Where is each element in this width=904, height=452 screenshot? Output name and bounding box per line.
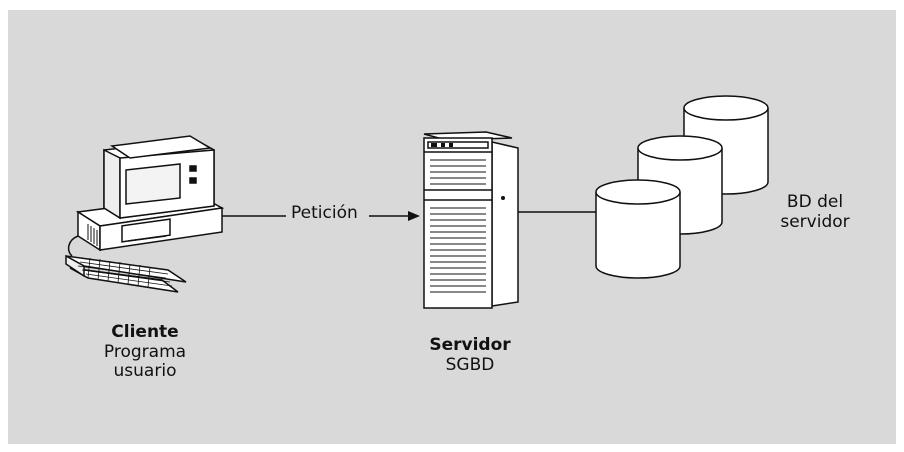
request-label: Petición [291,203,358,223]
request-arrow [369,211,420,221]
client-caption: Cliente Programa usuario [70,322,220,382]
database-caption: BD del servidor [770,192,860,232]
client-title: Cliente [111,322,179,342]
server-title: Servidor [429,335,511,355]
server-tower-icon [423,131,519,309]
server-caption: Servidor SGBD [400,335,540,375]
database-line-1: BD del [786,192,844,212]
client-line-2: usuario [113,361,177,382]
client-line-1: Programa [103,341,187,362]
server-subtitle: SGBD [445,354,495,375]
client-computer-icon [65,135,225,293]
database-cylinder-front-icon [595,179,681,279]
database-line-2: servidor [780,211,850,232]
